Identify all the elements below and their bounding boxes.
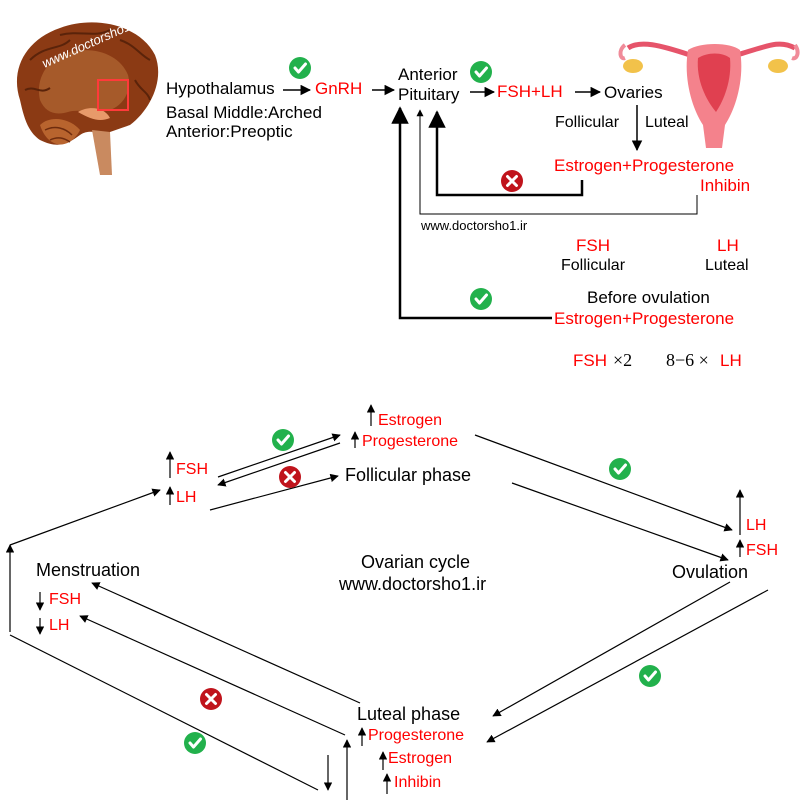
- website-label: www.doctorsho1.ir: [421, 218, 528, 233]
- basal-label: Basal Middle:Arched: [166, 103, 322, 122]
- center-website: www.doctorsho1.ir: [339, 574, 487, 594]
- right-fsh-label: FSH: [746, 542, 778, 559]
- right-lh-label: LH: [746, 517, 767, 534]
- check-icon: [468, 59, 494, 85]
- bottom-inhibin-label: Inhibin: [394, 774, 442, 791]
- menstruation-label: Menstruation: [36, 560, 141, 580]
- pituitary-label: Pituitary: [398, 85, 460, 104]
- left-fsh-label: FSH: [176, 461, 208, 478]
- estrogen-progesterone-label: Estrogen+Progesterone: [554, 156, 735, 175]
- left-lh-label: LH: [176, 489, 197, 506]
- check-icon: [607, 456, 633, 482]
- anterior-preoptic-label: Anterior:Preoptic: [166, 122, 293, 141]
- estrogen-progesterone-label-2: Estrogen+Progesterone: [554, 309, 735, 328]
- ratio-fsh-label: FSH: [573, 351, 607, 370]
- follicular-phase-label: Follicular phase: [345, 465, 472, 485]
- top-progesterone-label: Progesterone: [362, 433, 459, 450]
- ratio-lh-label: LH: [720, 351, 742, 370]
- before-ovulation-label: Before ovulation: [587, 288, 710, 307]
- fsh-label: FSH: [576, 236, 610, 255]
- luteal-label: Luteal: [645, 114, 689, 131]
- ratio-lh-factor: 8−6 ×: [666, 350, 709, 370]
- check-icon: [637, 663, 663, 689]
- menstruation-lh-label: LH: [49, 617, 70, 634]
- follicular-label: Follicular: [555, 114, 620, 131]
- uterus-icon: [618, 41, 800, 148]
- cross-icon: [198, 686, 224, 712]
- check-icon: [270, 427, 296, 453]
- check-icon: [287, 55, 313, 81]
- cross-icon: [277, 464, 303, 490]
- gnrh-label: GnRH: [315, 79, 363, 98]
- center-title: Ovarian cycle: [361, 552, 471, 572]
- cross-icon: [499, 168, 525, 194]
- anterior-label: Anterior: [398, 65, 458, 84]
- bottom-estrogen-label: Estrogen: [388, 750, 453, 767]
- top-estrogen-label: Estrogen: [378, 412, 443, 429]
- check-icon: [182, 730, 208, 756]
- ovulation-label: Ovulation: [672, 562, 749, 582]
- fsh-follicular-label: Follicular: [561, 257, 626, 274]
- inhibin-label: Inhibin: [700, 176, 751, 195]
- ovaries-label: Ovaries: [604, 83, 663, 102]
- menstruation-fsh-label: FSH: [49, 591, 81, 608]
- fsh-lh-label: FSH+LH: [497, 82, 563, 101]
- ratio-fsh-factor: ×2: [613, 350, 633, 370]
- luteal-phase-label: Luteal phase: [357, 704, 461, 724]
- brain-icon: [16, 22, 159, 175]
- bottom-progesterone-label: Progesterone: [368, 727, 465, 744]
- lh-luteal-label: Luteal: [705, 257, 749, 274]
- check-icon: [468, 286, 494, 312]
- hypothalamus-label: Hypothalamus: [166, 79, 275, 98]
- lh-label: LH: [717, 236, 739, 255]
